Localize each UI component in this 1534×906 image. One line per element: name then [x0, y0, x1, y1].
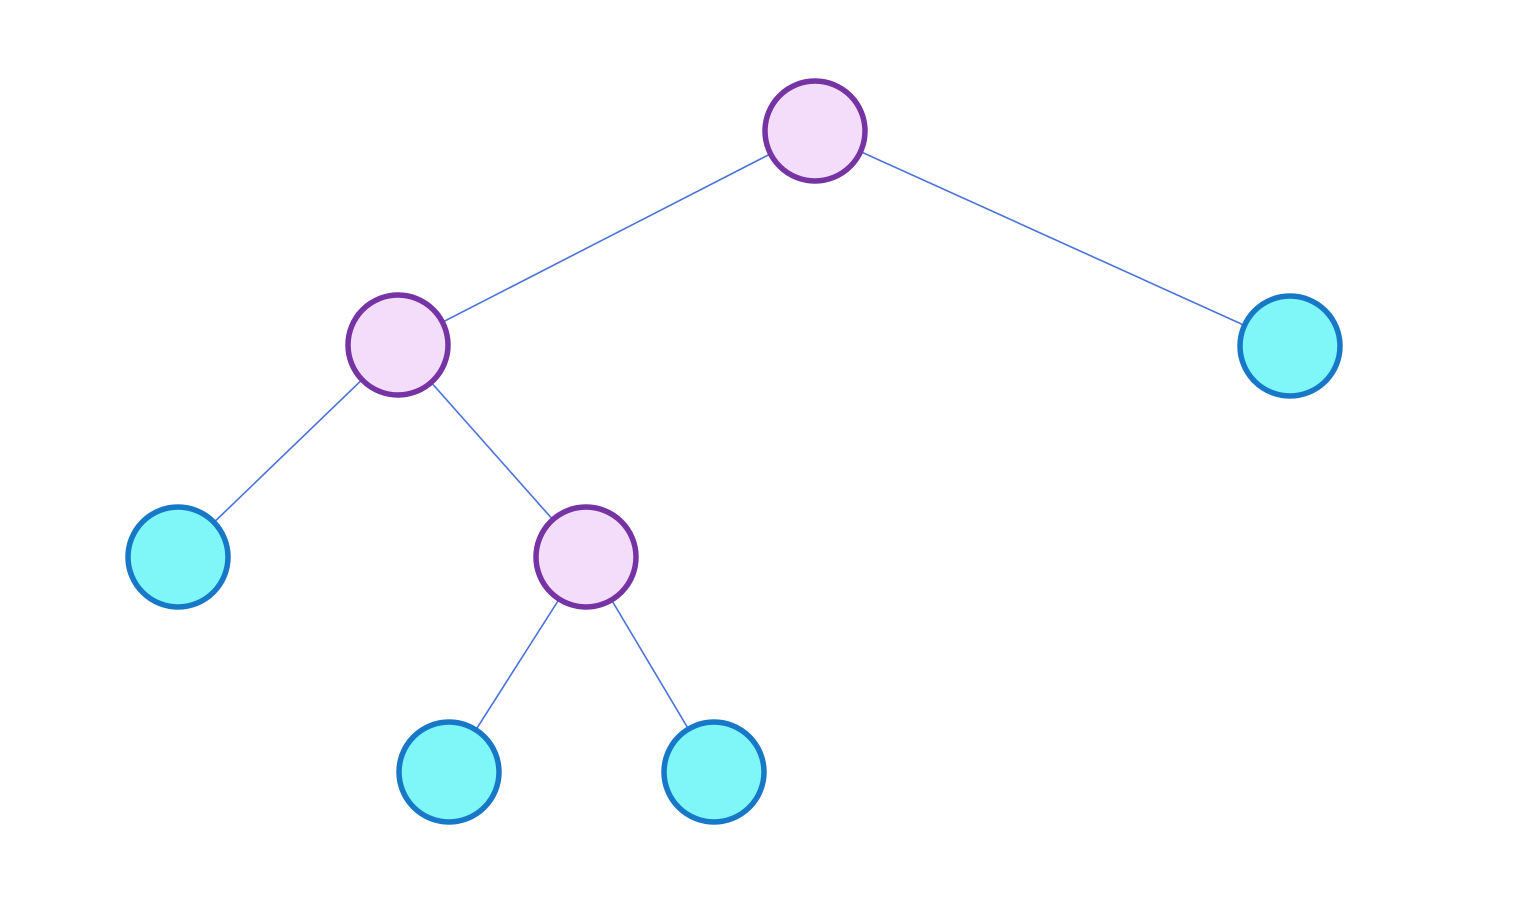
tree-node-left-right-left [396, 719, 502, 825]
tree-node-left-right [533, 504, 639, 610]
tree-node-left [345, 292, 451, 398]
tree-node-left-left [125, 504, 231, 610]
tree-node-right [1237, 293, 1343, 399]
tree-nodes-layer [125, 78, 1343, 825]
tree-edge-root-to-left [397, 130, 816, 346]
tree-edges-layer [177, 130, 1291, 773]
tree-edge-root-to-right [814, 130, 1291, 347]
tree-node-root [762, 78, 868, 184]
tree-node-left-right-right [661, 719, 767, 825]
